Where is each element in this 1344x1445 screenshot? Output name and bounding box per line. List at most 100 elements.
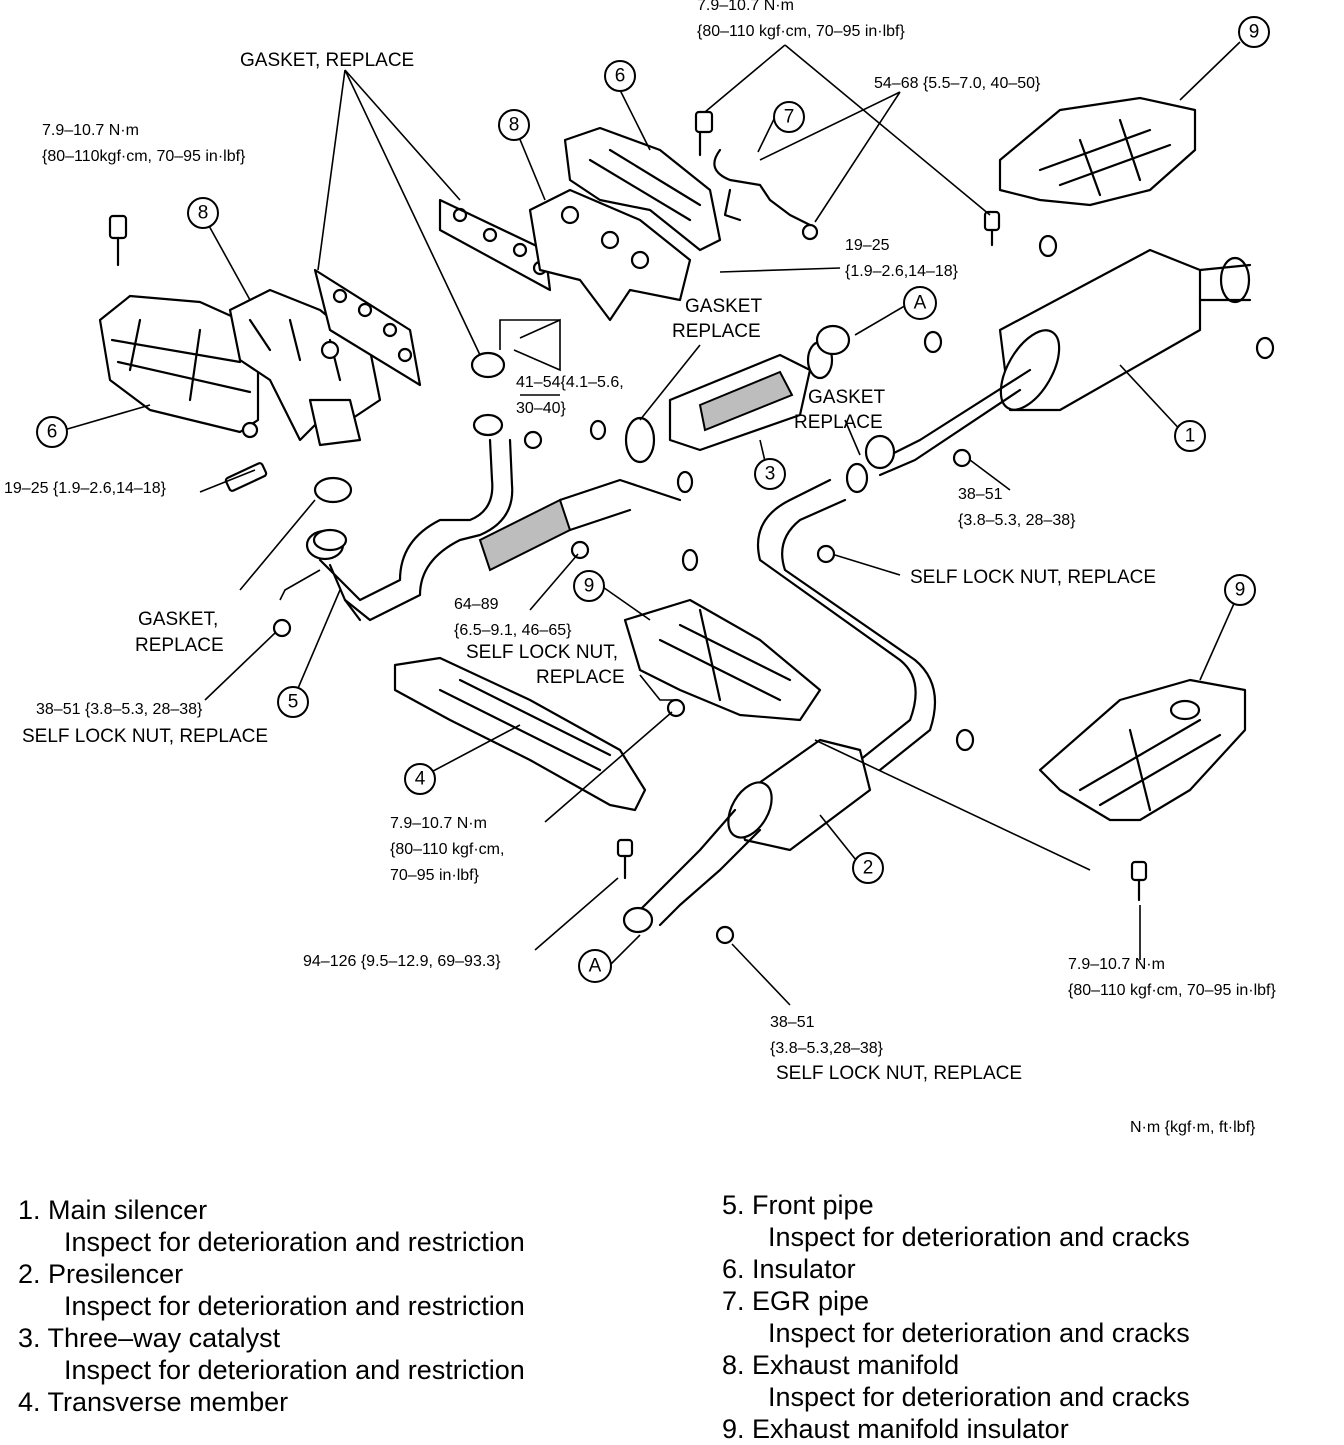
- torque-catalyst-nut-2: {3.8–5.3, 28–38}: [958, 512, 1076, 529]
- rubber-hanger: [589, 419, 607, 441]
- torque-manifold-right-2: {1.9–2.6,14–18}: [845, 263, 959, 280]
- callout-6-top: 6: [604, 60, 636, 92]
- legend-left: 1. Main silencer Inspect for deteriorati…: [18, 1194, 525, 1418]
- rubber-hanger: [1038, 234, 1058, 258]
- units-note: N·m {kgf·m, ft·lbf}: [1130, 1119, 1256, 1136]
- gasket: [470, 351, 506, 379]
- nut: [241, 421, 259, 439]
- torque-presilencer-nut-1: 38–51: [770, 1014, 815, 1031]
- torque-member-3: 70–95 in·lbf}: [390, 867, 480, 884]
- callout-8-top: 8: [498, 109, 530, 141]
- self-lock-nut-mid-1: SELF LOCK NUT,: [466, 642, 618, 663]
- rubber-hanger: [1255, 336, 1275, 360]
- legend-item-4: 4. Transverse member: [18, 1387, 289, 1417]
- callout-3: 3: [754, 458, 786, 490]
- svg-text:4: 4: [415, 769, 426, 790]
- rubber-hanger: [923, 330, 943, 354]
- gasket-replace-left-2: REPLACE: [135, 635, 224, 656]
- self-lock-nut-left: SELF LOCK NUT, REPLACE: [22, 726, 268, 747]
- gasket: [864, 434, 896, 470]
- gasket-replace-top: GASKET, REPLACE: [240, 50, 414, 71]
- torque-front-pipe-nut: 38–51 {3.8–5.3, 28–38}: [36, 701, 203, 718]
- rubber-hanger: [955, 728, 975, 752]
- callout-6-left: 6: [36, 416, 68, 448]
- nut: [570, 540, 590, 560]
- rubber-hanger: [681, 548, 699, 572]
- legend-right: 5. Front pipe Inspect for deterioration …: [722, 1189, 1190, 1445]
- leader-lines: [63, 41, 1241, 1006]
- svg-text:9: 9: [1235, 580, 1246, 601]
- bolt: [224, 462, 268, 492]
- legend-item-8: 8. Exhaust manifold: [722, 1350, 960, 1380]
- torque-member-big: 94–126 {9.5–12.9, 69–93.3}: [303, 953, 501, 970]
- gasket: [472, 413, 504, 437]
- gasket: [313, 476, 353, 504]
- torque-top-center-1: 7.9–10.7 N·m: [697, 0, 794, 14]
- callout-7: 7: [773, 101, 805, 133]
- left-insulator: [98, 294, 260, 434]
- legend-item-5: 5. Front pipe: [722, 1190, 874, 1220]
- nut: [715, 925, 735, 945]
- callout-5: 5: [277, 686, 309, 718]
- callout-9-middle: 9: [573, 570, 605, 602]
- gasket-replace-right-1: GASKET: [808, 387, 885, 408]
- legend-item-1: 1. Main silencer: [18, 1195, 208, 1225]
- left-manifold-gasket: [313, 268, 422, 387]
- torque-joint-2: 30–40}: [516, 400, 566, 417]
- self-lock-nut-right: SELF LOCK NUT, REPLACE: [910, 567, 1156, 588]
- bolt: [108, 214, 128, 240]
- nut: [816, 544, 836, 564]
- legend-sub-3: Inspect for deterioration and restrictio…: [64, 1355, 525, 1385]
- callout-9-top-right: 9: [1238, 16, 1270, 48]
- gasket-replace-mid-2: REPLACE: [672, 321, 761, 342]
- torque-top-left-1: 7.9–10.7 N·m: [42, 122, 139, 139]
- callout-9-right: 9: [1224, 574, 1256, 606]
- top-exhaust-manifold: [528, 188, 692, 322]
- top-right-insulator: [983, 96, 1197, 247]
- left-exhaust-manifold: [228, 288, 382, 447]
- callouts: 1 2 3 4 5 6 6 7 8 8 9 9 9 A A: [36, 16, 1270, 983]
- rubber-hanger: [676, 470, 694, 494]
- svg-text:7: 7: [784, 107, 795, 128]
- main-silencer: [878, 248, 1252, 477]
- gasket: [312, 528, 348, 552]
- callout-8-left: 8: [187, 197, 219, 229]
- presilencer: [622, 738, 872, 934]
- torque-manifold-left: 19–25 {1.9–2.6,14–18}: [4, 480, 167, 497]
- legend-sub-5: Inspect for deterioration and cracks: [768, 1222, 1190, 1252]
- front-pipe: [305, 438, 682, 622]
- torque-egr: 54–68 {5.5–7.0, 40–50}: [874, 75, 1041, 92]
- torque-top-left-2: {80–110kgf·cm, 70–95 in·lbf}: [42, 148, 246, 165]
- legend-sub-2: Inspect for deterioration and restrictio…: [64, 1291, 525, 1321]
- callout-1: 1: [1174, 420, 1206, 452]
- middle-insulator: [623, 598, 822, 722]
- fasteners: [108, 214, 1275, 945]
- legend-item-7: 7. EGR pipe: [722, 1286, 870, 1316]
- svg-text:8: 8: [198, 203, 209, 224]
- svg-text:9: 9: [584, 576, 595, 597]
- svg-text:A: A: [914, 293, 927, 314]
- svg-text:A: A: [589, 956, 602, 977]
- legend-item-9: 9. Exhaust manifold insulator: [722, 1414, 1069, 1444]
- center-pipe: [756, 478, 937, 772]
- torque-member-1: 7.9–10.7 N·m: [390, 815, 487, 832]
- svg-text:1: 1: [1185, 426, 1196, 447]
- torque-member-2: {80–110 kgf·cm,: [390, 841, 504, 858]
- callout-A-bottom: A: [578, 949, 612, 983]
- svg-text:8: 8: [509, 115, 520, 136]
- legend-sub-7: Inspect for deterioration and cracks: [768, 1318, 1190, 1348]
- transverse-member: [393, 656, 647, 880]
- legend-sub-1: Inspect for deterioration and restrictio…: [64, 1227, 525, 1257]
- svg-text:2: 2: [863, 858, 874, 879]
- torque-bracket-1: 64–89: [454, 596, 499, 613]
- legend-sub-8: Inspect for deterioration and cracks: [768, 1382, 1190, 1412]
- svg-text:3: 3: [765, 464, 776, 485]
- torque-presilencer-nut-2: {3.8–5.3,28–38}: [770, 1040, 884, 1057]
- gasket-replace-mid-1: GASKET: [685, 296, 762, 317]
- gasket: [845, 462, 869, 494]
- nut: [801, 223, 819, 241]
- legend-item-6: 6. Insulator: [722, 1254, 856, 1284]
- self-lock-nut-mid-2: REPLACE: [536, 667, 625, 688]
- svg-text:6: 6: [47, 422, 58, 443]
